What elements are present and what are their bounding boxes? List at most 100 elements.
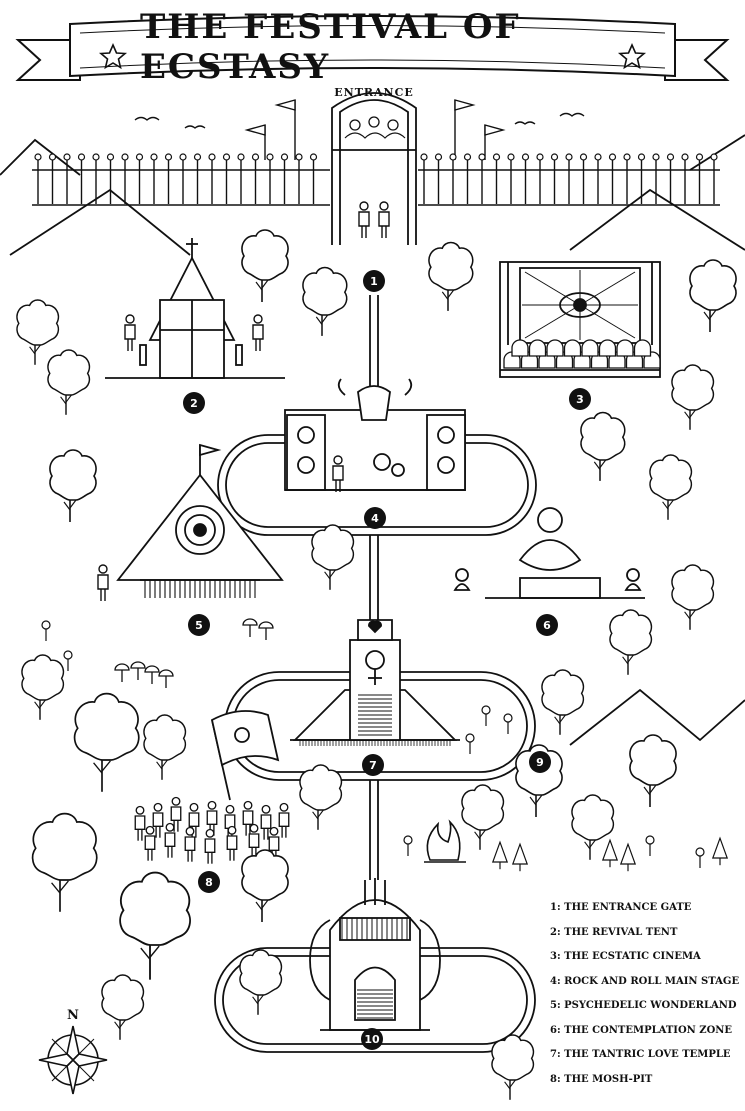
fence-post (77, 153, 86, 205)
page-title: THE FESTIVAL OF ECSTASY (140, 7, 521, 87)
crowd-person (260, 804, 272, 841)
legend-item: 3: THE ECSTATIC CINEMA (550, 951, 701, 962)
tree-icon (671, 364, 715, 431)
location-marker-6[interactable]: 6 (536, 614, 558, 636)
compass-rose (38, 1025, 108, 1095)
fence-post (295, 153, 303, 205)
location-marker-9[interactable]: 9 (529, 751, 551, 773)
tree-icon (47, 349, 91, 416)
location-marker-3[interactable]: 3 (569, 388, 591, 410)
fence-post (237, 153, 245, 205)
fence-post (63, 153, 71, 205)
pine-tree-icon (712, 837, 728, 866)
entrance-sign: ENTRANCE (334, 86, 414, 99)
mushroom-icon (242, 618, 258, 638)
tree-icon (31, 812, 98, 913)
fence-post (449, 153, 457, 205)
location-marker-5[interactable]: 5 (188, 614, 210, 636)
main-stage (284, 378, 466, 491)
cinema-seat (563, 339, 582, 357)
mushroom-icon (114, 663, 130, 683)
tree-icon (101, 974, 145, 1041)
fence-post (150, 153, 158, 205)
crowd-person (224, 804, 236, 841)
fence-post (565, 153, 573, 205)
crowd-person (184, 826, 196, 863)
psychedelic-wonderland (116, 443, 284, 598)
flower-icon (465, 733, 475, 755)
fence (32, 153, 720, 206)
tree-icon (311, 524, 355, 591)
legend-item: 4: ROCK AND ROLL MAIN STAGE (550, 975, 740, 987)
crowd-person (164, 822, 176, 859)
campfire (424, 819, 466, 863)
tree-icon (16, 299, 60, 366)
fence-post (280, 153, 289, 205)
star-icon (98, 43, 128, 70)
fence-post (521, 153, 530, 205)
fence-post (266, 153, 274, 205)
tree-icon (541, 669, 585, 736)
tree-icon (580, 411, 626, 482)
tantric-love-temple (290, 619, 460, 746)
tree-icon (73, 692, 140, 793)
mushroom-icon (258, 621, 274, 641)
fence-post (695, 153, 704, 205)
mushroom-icon (130, 661, 146, 681)
crowd-person (144, 825, 156, 862)
cinema-seat (581, 339, 599, 357)
fence-post (608, 153, 617, 205)
location-marker-8[interactable]: 8 (198, 871, 220, 893)
cinema-seat (546, 339, 564, 357)
tree-icon (649, 454, 693, 521)
tree-icon (239, 949, 283, 1016)
legend-item: 6: THE CONTEMPLATION ZONE (550, 1024, 733, 1036)
location-marker-4[interactable]: 4 (364, 507, 386, 529)
fence-post (222, 153, 231, 205)
location-marker-7[interactable]: 7 (362, 754, 384, 776)
tree-icon (119, 871, 191, 981)
cinema-seat (616, 339, 634, 357)
tree-icon (302, 266, 348, 337)
fence-post (420, 153, 428, 205)
tree-icon (49, 449, 97, 523)
fence-post (623, 153, 631, 205)
location-marker-1[interactable]: 1 (363, 270, 385, 292)
fence-post (536, 153, 544, 205)
crowd-person (204, 828, 216, 865)
fence-post (478, 153, 486, 205)
revival-tent (105, 238, 285, 379)
fence-post (492, 153, 501, 205)
tree-icon (671, 564, 715, 631)
fence-post (193, 153, 202, 205)
compass-north-label: N (67, 1008, 79, 1023)
title-banner (15, 15, 730, 81)
crowd-person (134, 805, 146, 842)
crowd-person (226, 825, 238, 862)
flower-icon (403, 835, 413, 857)
pine-tree-icon (492, 841, 508, 870)
pine-tree-icon (512, 843, 528, 872)
pine-tree-icon (602, 839, 618, 868)
legend-item: 1: THE ENTRANCE GATE (550, 902, 692, 913)
tree-icon (241, 229, 289, 303)
fence-post (164, 153, 173, 205)
tree-icon (21, 654, 65, 721)
flower-icon (481, 705, 491, 727)
tree-icon (629, 734, 677, 808)
cinema-seat (598, 339, 617, 357)
tree-icon (428, 241, 474, 312)
dome-building (309, 878, 441, 1031)
fence-post (681, 153, 689, 205)
entrance-gate (331, 92, 417, 245)
location-marker-2[interactable]: 2 (183, 392, 205, 414)
fence-post (121, 153, 129, 205)
pine-tree-icon (620, 843, 636, 872)
legend-item: 8: THE MOSH-PIT (550, 1073, 653, 1085)
tree-icon (609, 609, 653, 676)
fence-flags (244, 99, 506, 160)
flower-icon (503, 713, 513, 735)
flower-icon (695, 847, 705, 869)
location-marker-10[interactable]: 10 (361, 1028, 383, 1050)
